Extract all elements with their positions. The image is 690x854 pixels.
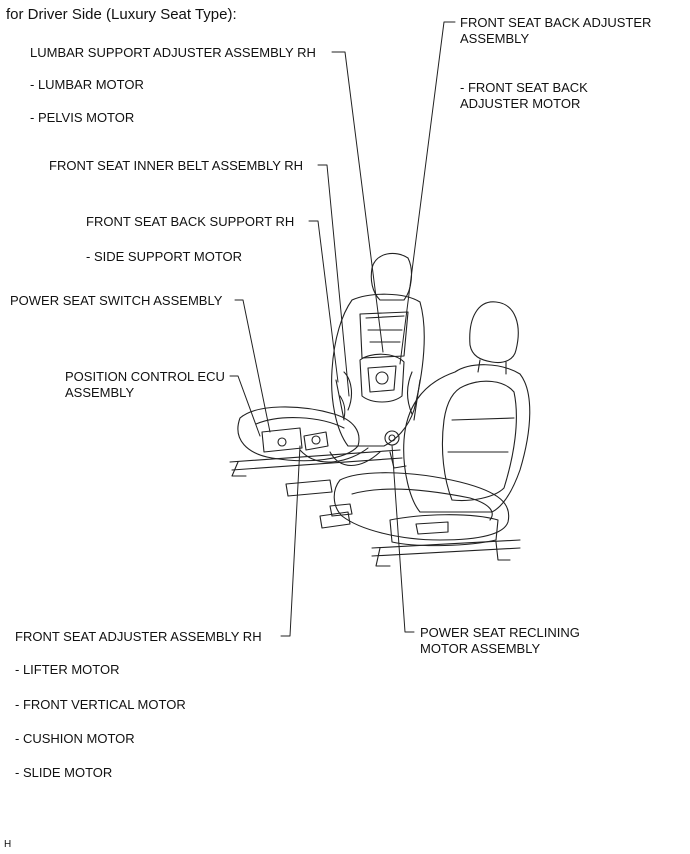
label-seat-back-adjuster: FRONT SEAT BACK ADJUSTER [460, 15, 652, 30]
label-pelvis-motor: - PELVIS MOTOR [30, 110, 135, 125]
leader-back-adjuster [399, 21, 456, 365]
label-seat-back-adjuster-motor-line2: ADJUSTER MOTOR [460, 96, 581, 111]
label-lumbar-motor: - LUMBAR MOTOR [30, 77, 144, 92]
label-front-vertical-motor: - FRONT VERTICAL MOTOR [15, 697, 186, 712]
label-power-seat-reclining: POWER SEAT RECLINING [420, 625, 580, 640]
label-slide-motor: - SLIDE MOTOR [15, 765, 113, 780]
label-power-seat-reclining-line2: MOTOR ASSEMBLY [420, 641, 541, 656]
leader-lumbar-support [331, 51, 384, 353]
leader-reclining [391, 444, 415, 633]
label-position-control-ecu-line2: ASSEMBLY [65, 385, 135, 400]
leader-back-support [308, 220, 339, 383]
frame-seat-drawing [229, 252, 425, 517]
figure-id: H [4, 839, 12, 850]
leader-power-switch [234, 299, 271, 433]
label-seat-adjuster: FRONT SEAT ADJUSTER ASSEMBLY RH [15, 629, 262, 644]
complete-seat-drawing [319, 301, 531, 567]
label-inner-belt: FRONT SEAT INNER BELT ASSEMBLY RH [49, 158, 304, 173]
leader-seat-adjuster [280, 445, 301, 637]
leader-inner-belt [317, 164, 350, 397]
diagram-title: for Driver Side (Luxury Seat Type): [6, 6, 237, 23]
leader-lines [229, 21, 456, 637]
label-back-support: FRONT SEAT BACK SUPPORT RH [86, 214, 295, 229]
label-lifter-motor: - LIFTER MOTOR [15, 662, 120, 677]
label-side-support-motor: - SIDE SUPPORT MOTOR [86, 249, 243, 264]
label-seat-back-adjuster-motor: - FRONT SEAT BACK [460, 80, 588, 95]
label-power-seat-switch: POWER SEAT SWITCH ASSEMBLY [10, 293, 223, 308]
label-seat-back-adjuster-line2: ASSEMBLY [460, 31, 530, 46]
leader-ecu [229, 375, 261, 437]
label-position-control-ecu: POSITION CONTROL ECU [65, 369, 225, 384]
label-lumbar-support-adjuster: LUMBAR SUPPORT ADJUSTER ASSEMBLY RH [30, 45, 316, 60]
label-cushion-motor: - CUSHION MOTOR [15, 731, 135, 746]
